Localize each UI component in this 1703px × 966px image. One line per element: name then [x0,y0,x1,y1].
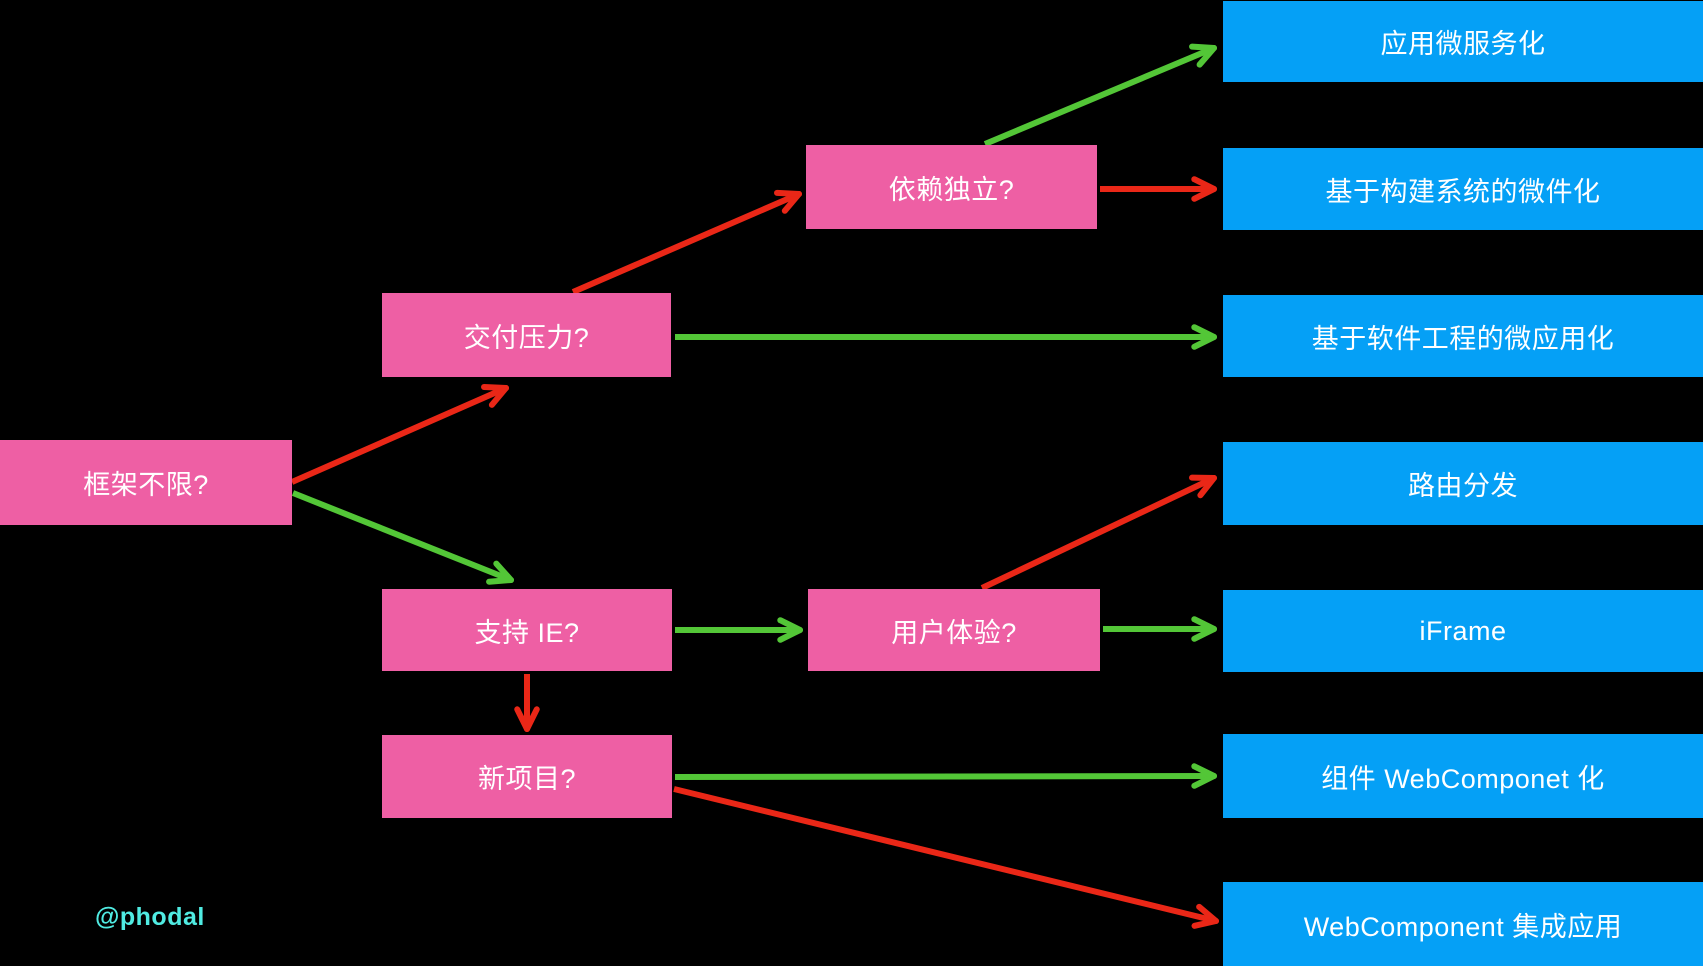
node-label: 路由分发 [1408,471,1518,501]
node-label: iFrame [1419,615,1507,646]
decision-node-dependency-independent: 依赖独立? [806,145,1097,229]
arrowhead-icon [481,383,509,391]
outcome-node-component-webcomponent: 组件 WebComponet 化 [1223,734,1703,818]
node-label: 依赖独立? [888,174,1015,205]
decision-node-delivery-pressure: 交付压力? [382,293,671,377]
decision-node-new-project: 新项目? [382,735,672,818]
outcome-node-build-system-microwidget: 基于构建系统的微件化 [1223,148,1703,230]
node-label: 框架不限? [83,470,209,500]
edge-newproject-to-webcomponent-green-arrow [674,763,1217,789]
decision-node-framework-unrestricted: 框架不限? [0,440,292,525]
arrowhead-icon [1191,616,1217,632]
outcome-node-webcomponent-integration: WebComponent 集成应用 [1223,882,1703,966]
node-label: 基于构建系统的微件化 [1325,176,1601,207]
edge-framework-to-ie-green-arrow [291,490,514,585]
edge-line [674,773,1215,780]
edge-line [673,786,1217,924]
outcome-node-software-engineering-microapp: 基于软件工程的微应用化 [1223,295,1703,377]
edge-framework-to-delivery-red-arrow [290,383,509,485]
edge-line [983,45,1216,147]
edge-line [291,490,513,583]
edge-ux-to-route-red-arrow [980,474,1217,591]
edge-line [980,475,1216,591]
edge-dependency-to-microservice-green-arrow [983,43,1217,147]
arrowhead-icon [774,189,802,197]
edge-newproject-to-integration-red-arrow [673,786,1219,929]
edge-ie-to-newproject-red-arrow [514,674,540,732]
outcome-node-iframe: iFrame [1223,590,1703,672]
arrowhead-icon [1191,324,1217,340]
edge-line [290,385,508,485]
outcome-node-app-microservice: 应用微服务化 [1223,1,1703,82]
arrowhead-icon [524,706,540,732]
edge-line [571,191,801,295]
node-label: 应用微服务化 [1380,29,1546,59]
node-label: 组件 WebComponet 化 [1321,763,1605,794]
node-label: 用户体验? [891,617,1017,648]
node-label: 新项目? [477,764,577,794]
outcome-node-route-distribution: 路由分发 [1223,442,1703,525]
arrowhead-icon [1196,903,1219,924]
node-label: 交付压力? [463,322,590,353]
arrowhead-icon [1191,176,1217,192]
edge-ie-to-ux-green-arrow [675,617,803,643]
node-label: 支持 IE? [474,617,580,648]
edge-ux-to-iframe-green-arrow [1103,616,1217,642]
edge-dependency-to-microwidget-red-arrow [1100,176,1217,202]
edge-delivery-to-microapp-green-arrow [675,324,1217,350]
watermark: @phodal [95,903,205,931]
arrowhead-icon [777,617,803,633]
decision-node-user-experience: 用户体验? [808,589,1100,671]
arrowhead-icon [493,560,514,583]
arrowhead-icon [1191,763,1217,779]
decision-node-support-ie: 支持 IE? [382,589,672,671]
edge-delivery-to-dependency-red-arrow [571,189,802,295]
arrowhead-icon [1189,43,1217,51]
node-label: 基于软件工程的微应用化 [1311,323,1615,354]
node-label: WebComponent 集成应用 [1303,911,1623,942]
